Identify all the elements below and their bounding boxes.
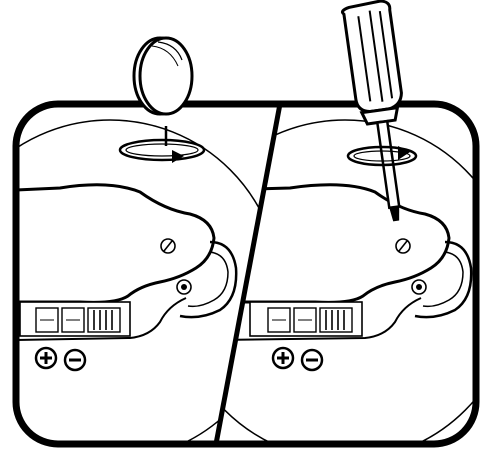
minus-icon bbox=[63, 348, 87, 372]
door-latch-right bbox=[414, 240, 473, 319]
left-panel bbox=[16, 119, 280, 444]
illustration-frame bbox=[12, 100, 480, 448]
rotate-counterclockwise-arrow-icon bbox=[346, 145, 418, 167]
plus-icon bbox=[271, 346, 295, 370]
screwdriver-icon bbox=[341, 0, 403, 222]
door-screw-left bbox=[160, 238, 176, 254]
minus-icon bbox=[300, 348, 324, 372]
battery-compartment-left bbox=[19, 301, 131, 337]
battery-door-right bbox=[216, 183, 451, 304]
housing-screw-right bbox=[411, 279, 427, 295]
battery-door-left bbox=[16, 183, 216, 304]
battery-compartment-right bbox=[249, 301, 363, 337]
door-latch-left bbox=[179, 240, 238, 319]
plus-icon bbox=[34, 346, 58, 370]
panel-divider bbox=[213, 103, 283, 445]
coin-icon bbox=[132, 36, 194, 116]
housing-screw-left bbox=[176, 279, 192, 295]
door-screw-right bbox=[395, 238, 411, 254]
rotate-counterclockwise-arrow-icon bbox=[118, 126, 206, 163]
